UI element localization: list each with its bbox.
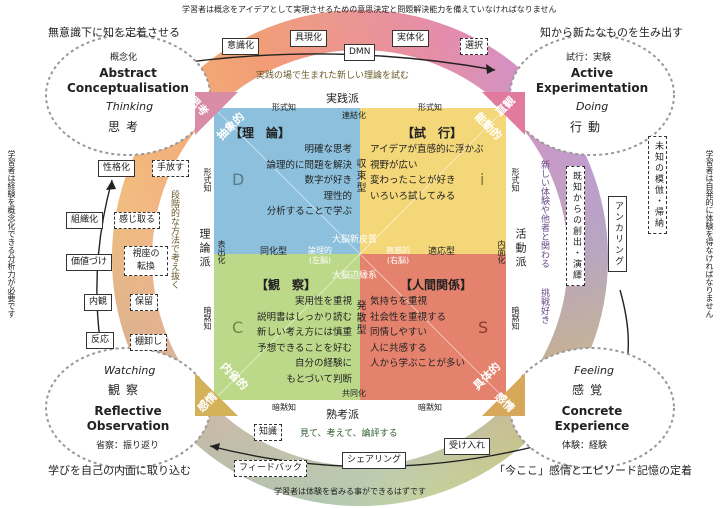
left-small-bottom: 暗黙知 [203, 306, 212, 330]
box-kanjitoru: 感じ取る [114, 212, 161, 229]
center-bottom: 大脳辺縁系 [332, 271, 378, 281]
left-caption: 学習者は経験を概念化できる分析力が必要です [7, 150, 16, 318]
bl-headline: 学びを自己の内面に取り込む [48, 464, 191, 477]
bottom-mid: 共同化 [342, 389, 366, 398]
box-anchoring: アンカリング [608, 196, 627, 272]
axis-left: 理論派 [198, 228, 211, 270]
bl-en-italic: Watching [104, 364, 156, 377]
br-sub: 体験：経験 [562, 441, 608, 451]
right-small-bottom: 暗黙知 [511, 306, 520, 330]
quad-tl-letter: D [232, 170, 245, 189]
ring-label-right2: 挑戦好き [539, 288, 549, 324]
box-kichi: 既知からの創出・演繹 [566, 166, 585, 286]
box-naikan: 内観 [84, 294, 113, 311]
bottom-small-right: 暗黙知 [418, 403, 442, 412]
right-caption: 学習者は自発的に体験を得なければなりません [705, 150, 714, 318]
center-vtop: 収束型 [354, 158, 365, 194]
quad-bl-letter: C [232, 318, 244, 337]
box-soshikika: 組織化 [66, 212, 104, 229]
ring-label-bottom: 見て、考えて、論評する [300, 429, 398, 439]
quad-bl-lines: 実用性を重視説明書はしっかり読む新しい考え方には慎重予想できることを好む自分の経… [256, 296, 352, 385]
center-right: 適応型 [428, 247, 456, 257]
box-dmn: DMN [344, 44, 376, 61]
br-headline: 「今ここ」感情とエピソード記憶の定着 [494, 464, 692, 477]
tr-headline: 知から新たなものを生み出す [540, 26, 683, 39]
left-mid: 表出化 [217, 240, 226, 264]
box-hanno: 反応 [86, 332, 115, 349]
ring-label-right: 新しい体験や他者と関わる [539, 160, 549, 268]
center-intuit: 直感的(右脳) [386, 246, 410, 265]
box-tanaoroshi: 棚卸し [130, 334, 168, 351]
tl-sub: 概念化 [110, 53, 138, 63]
top-small-right: 形式知 [418, 103, 442, 112]
quad-br-letter: S [478, 318, 489, 337]
box-horyu: 保留 [130, 294, 159, 311]
quad-tr-title: 【試 行】 [402, 126, 463, 140]
axis-right: 活動派 [514, 228, 527, 270]
quad-tl-lines: 明確な思考論理的に問題を解決数字が好き理性的分析することで学ぶ [266, 144, 352, 217]
quad-tr-lines: アイデアが直感的に浮かぶ視野が広い変わったことが好きいろいろ試してみる [370, 144, 484, 202]
quad-br-lines: 気持ちを重視社会性を重視する同情しやすい人に共感する人から学ぶことが多い [370, 296, 466, 369]
br-en-italic: Feeling [574, 364, 614, 377]
right-small-top: 形式知 [511, 168, 520, 192]
tr-en-italic: Doing [576, 100, 609, 113]
box-jittaika: 実体化 [392, 30, 430, 47]
box-ukeire: 受け入れ [444, 438, 491, 455]
br-jp: 感覚 [572, 383, 609, 397]
axis-bottom: 熟考派 [326, 408, 359, 421]
left-small-top: 形式知 [203, 168, 212, 192]
box-tebanasu: 手放す [152, 160, 190, 177]
tl-en-italic: Thinking [106, 100, 154, 113]
box-ishikika: 意識化 [222, 38, 260, 55]
tl-jp: 思考 [108, 120, 145, 134]
axis-top: 実践派 [326, 92, 359, 105]
top-small-left: 形式知 [272, 103, 296, 112]
center-left: 同化型 [260, 247, 288, 257]
quad-tr-letter: i [480, 170, 485, 189]
box-sentaku: 選択 [460, 38, 489, 55]
quad-tl-title: 【理 論】 [230, 126, 291, 140]
box-shiza: 視座の転換 [124, 246, 168, 276]
box-gugenka: 具現化 [290, 30, 328, 47]
bottom-caption: 学習者は体験を省みる事ができるはずです [274, 487, 426, 496]
bl-jp: 観察 [108, 383, 145, 397]
center-logic: 論理的(左脳) [308, 246, 332, 265]
box-chishiki: 知識 [254, 424, 283, 441]
top-caption: 学習者は概念をアイデアとして実現させるための意思決定と問題解決能力を備えていなけ… [182, 5, 557, 14]
tr-jp: 行動 [570, 120, 607, 134]
ring-label-left: 段階的な方法で考え抜く [169, 190, 179, 289]
bottom-small-left: 暗黙知 [272, 403, 296, 412]
bl-sub: 省察：振り返り [96, 441, 160, 451]
quad-br-title: 【人間関係】 [400, 278, 473, 292]
box-kachizuke: 価値づけ [66, 254, 113, 271]
tr-sub: 試行：実験 [566, 53, 612, 63]
box-michi: 未知の模倣・帰納 [648, 136, 667, 234]
box-sharing: シェアリング [342, 452, 407, 469]
box-feedback: フィードバック [234, 460, 307, 477]
center-vbottom: 発散型 [354, 300, 365, 336]
quad-bl-title: 【観 察】 [256, 278, 317, 292]
tl-headline: 無意識下に知を定着させる [48, 26, 180, 39]
right-mid: 内面化 [497, 240, 506, 264]
center-top: 大脳新皮質 [332, 235, 378, 245]
ring-label-top: 実践の場で生まれた新しい理論を試む [256, 71, 410, 81]
top-mid: 連結化 [342, 111, 366, 120]
box-seikakuka: 性格化 [98, 160, 136, 177]
